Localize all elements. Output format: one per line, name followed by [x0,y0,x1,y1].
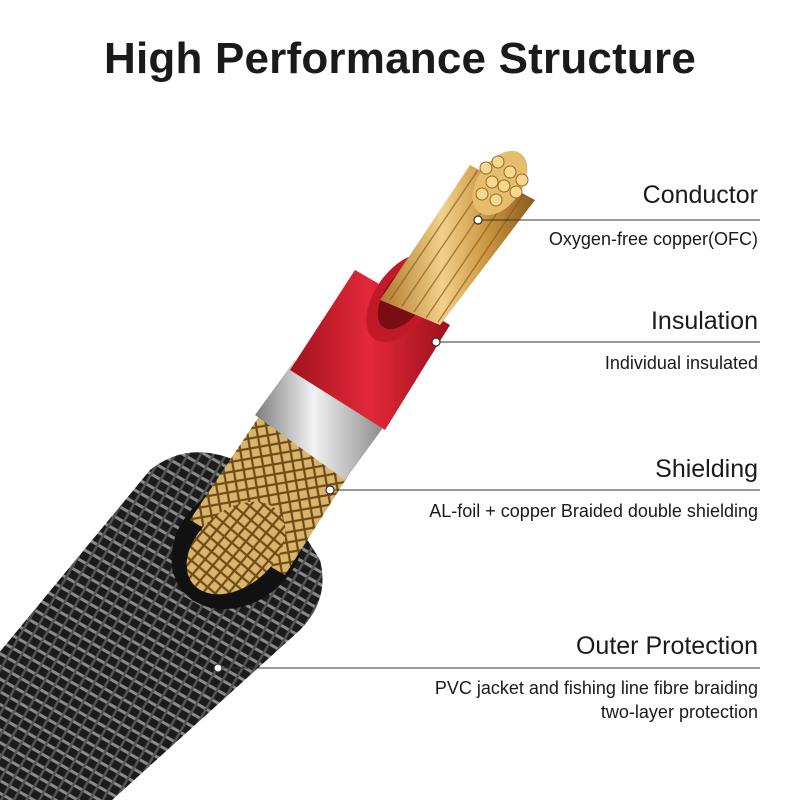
layer-description-line-1: PVC jacket and fishing line fibre braidi… [434,678,758,698]
layer-name: Shielding [655,455,758,483]
shielding-label: Shielding AL-foil + copper Braided doubl… [429,454,758,523]
layer-name: Insulation [650,307,758,335]
layer-description: AL-foil + copper Braided double shieldin… [429,501,758,521]
outer-protection-label: Outer Protection PVC jacket and fishing … [435,631,758,724]
outer-protection-marker-dot [213,663,223,673]
layer-description: Oxygen-free copper(OFC) [548,229,758,249]
page-title: High Performance Structure [103,34,696,83]
conductor-label: Conductor Oxygen-free copper(OFC) [549,180,758,251]
layer-description-line-2: two-layer protection [600,702,758,722]
layer-name: Outer Protection [575,632,758,660]
layer-name: Conductor [642,181,758,209]
insulation-marker-dot [431,337,441,347]
shielding-marker-dot [325,485,335,495]
layer-description: Individual insulated [604,353,758,373]
insulation-label: Insulation Individual insulated [605,306,758,375]
copper-conductor-layer [380,150,535,325]
conductor-marker-dot [473,215,483,225]
foil-layer [255,360,385,480]
